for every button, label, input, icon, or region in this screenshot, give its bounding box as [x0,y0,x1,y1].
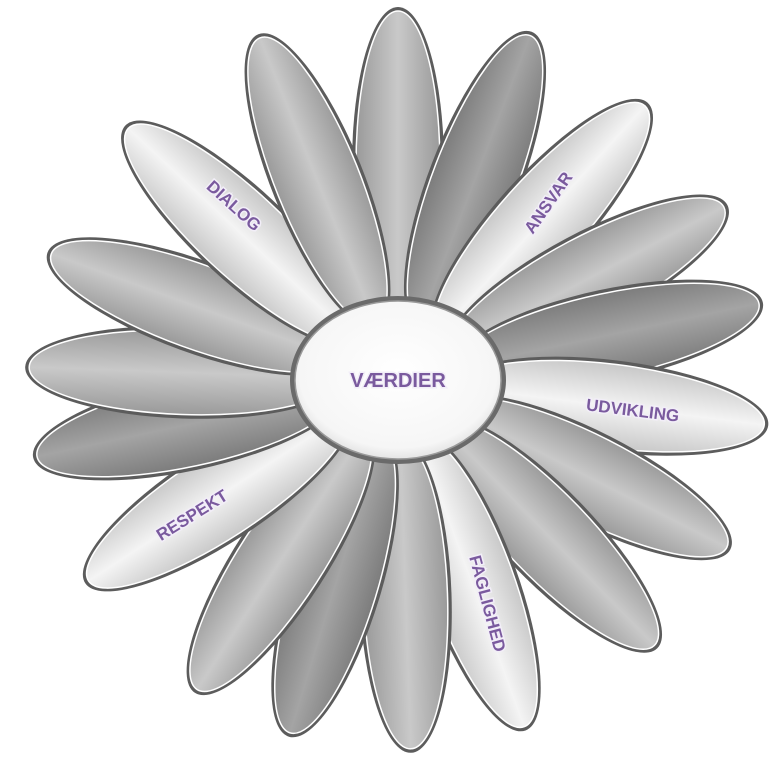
center-label: VÆRDIER [350,370,446,392]
center-disc: VÆRDIER [290,296,506,464]
